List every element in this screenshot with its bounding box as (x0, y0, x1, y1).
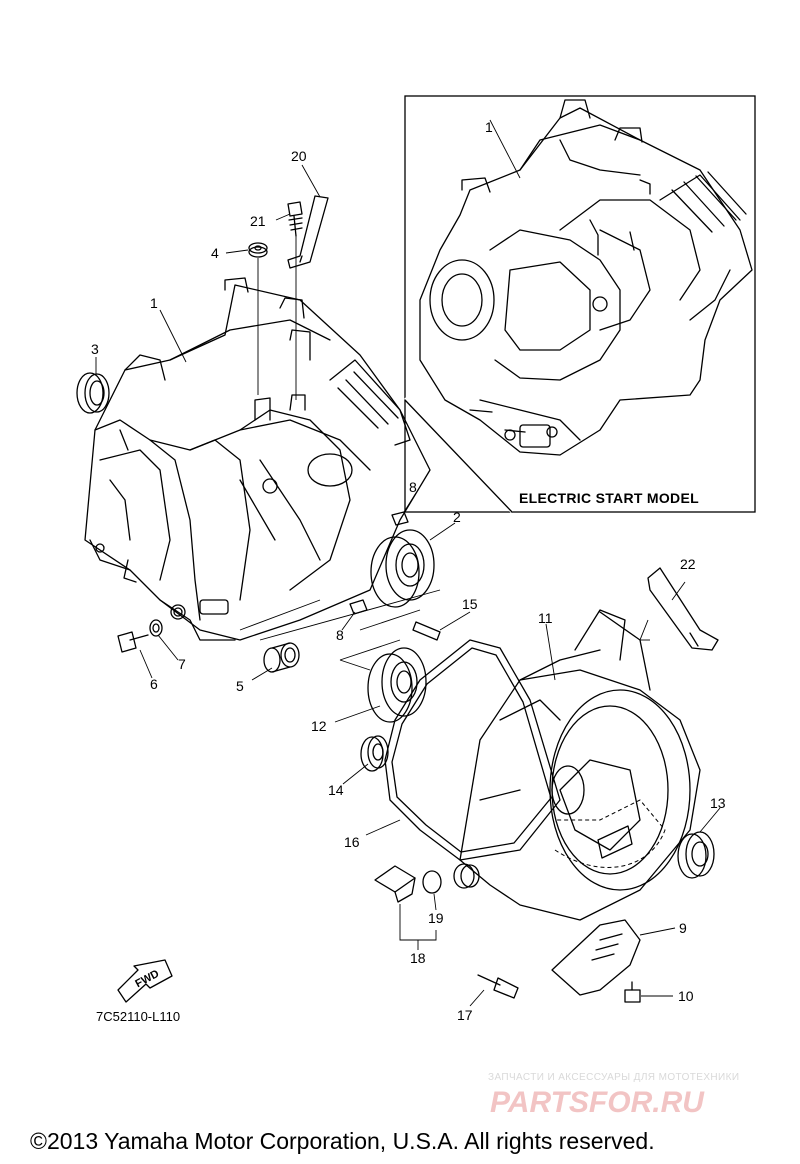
part-bearing-2 (370, 529, 435, 608)
part-oil-seal-14 (360, 735, 389, 772)
callout-8-lower: 8 (336, 627, 344, 643)
part-washer-7 (149, 619, 163, 637)
callout-13: 13 (710, 795, 726, 811)
part-o-ring-19 (422, 870, 442, 894)
part-code: 7C52110-L110 (96, 1009, 180, 1024)
callout-20: 20 (291, 148, 307, 164)
part-bearing-12 (367, 647, 427, 723)
watermark: ЗАПЧАСТИ И АКСЕССУАРЫ ДЛЯ МОТОТЕХНИКИ PA… (488, 1072, 739, 1119)
part-pin-15 (412, 621, 441, 641)
callout-6: 6 (150, 676, 158, 692)
part-oil-level-gauge-18 (374, 863, 480, 903)
watermark-tagline: ЗАПЧАСТИ И АКСЕССУАРЫ ДЛЯ МОТОТЕХНИКИ (488, 1072, 739, 1083)
watermark-logo: PARTSFOR.RU (490, 1086, 705, 1119)
copyright-notice: ©2013 Yamaha Motor Corporation, U.S.A. A… (30, 1128, 655, 1154)
leader-lines (95, 119, 721, 1007)
callout-labels: 1 2 3 4 5 6 7 8 8 9 10 11 12 13 14 15 16… (91, 119, 726, 1023)
callout-5: 5 (236, 678, 244, 694)
callout-14: 14 (328, 782, 344, 798)
callout-10: 10 (678, 988, 694, 1004)
callout-3: 3 (91, 341, 99, 357)
callout-8-upper: 8 (409, 479, 417, 495)
part-plate-9 (551, 919, 641, 996)
electric-start-inset (403, 95, 756, 514)
callout-4: 4 (211, 245, 219, 261)
callout-15: 15 (462, 596, 478, 612)
callout-9: 9 (679, 920, 687, 936)
callout-18: 18 (410, 950, 426, 966)
forward-arrow: FWD (117, 959, 173, 1003)
inset-crankcase-drawing (419, 99, 753, 456)
part-bolt-6 (117, 631, 149, 653)
callout-11: 11 (538, 610, 553, 626)
callout-12: 12 (311, 718, 327, 734)
part-oil-seal-3 (76, 372, 110, 414)
callout-1-inset: 1 (485, 119, 493, 135)
callout-1: 1 (150, 295, 158, 311)
callout-2: 2 (453, 509, 461, 525)
part-bracket-20 (287, 195, 329, 269)
callout-16: 16 (344, 834, 360, 850)
part-bearing-5 (263, 642, 300, 673)
callout-19: 19 (428, 910, 444, 926)
assembly-lines (239, 236, 650, 671)
part-bolt-21 (287, 201, 303, 237)
callout-22: 22 (680, 556, 696, 572)
part-bolt-17 (477, 974, 519, 999)
crankcase-drawing (84, 277, 431, 641)
part-bolt-10 (624, 981, 641, 1003)
part-bushing-4 (248, 242, 268, 258)
part-crankcase-cover-11 (459, 609, 701, 921)
part-bracket-22 (647, 567, 719, 651)
part-gasket-16 (384, 639, 561, 861)
inset-label: ELECTRIC START MODEL (519, 490, 699, 506)
callout-17: 17 (457, 1007, 473, 1023)
callout-7: 7 (178, 656, 186, 672)
part-oil-seal-13 (677, 831, 715, 879)
callout-21: 21 (250, 213, 266, 229)
inset-frame (404, 95, 756, 513)
